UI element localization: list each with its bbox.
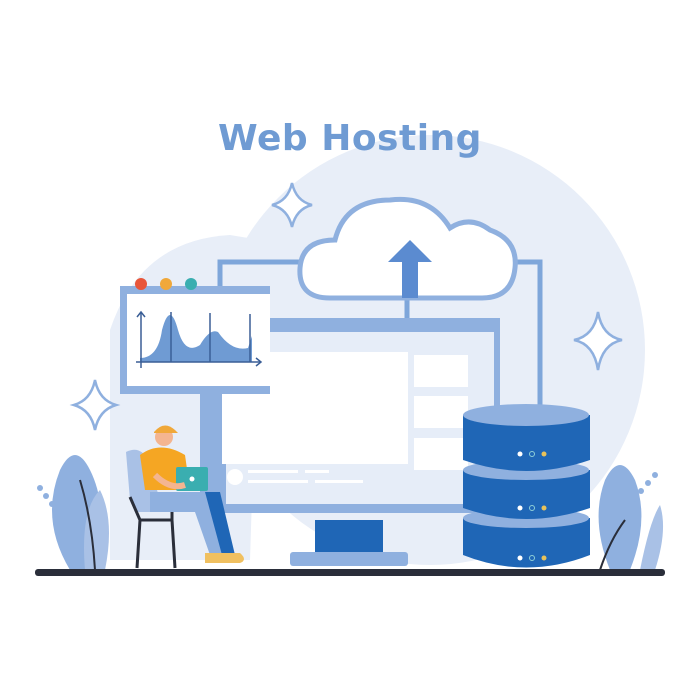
page-title: Web Hosting bbox=[218, 118, 482, 159]
screen-sidebar-box bbox=[414, 355, 468, 387]
sparkle-icon bbox=[69, 379, 121, 431]
screen-sidebar-box bbox=[414, 438, 468, 470]
sparkle-icons bbox=[69, 182, 623, 431]
cloud-icon bbox=[297, 196, 518, 301]
area-chart bbox=[140, 315, 252, 362]
window-dot-red bbox=[135, 278, 147, 290]
server-status-lights bbox=[517, 451, 547, 561]
window-dot-orange bbox=[160, 278, 172, 290]
database-server bbox=[463, 404, 590, 568]
cap bbox=[154, 425, 178, 433]
plant-left bbox=[37, 455, 109, 571]
sparkle-icon bbox=[573, 311, 623, 371]
upload-arrow-icon bbox=[388, 240, 432, 298]
sparkle-icon bbox=[271, 182, 313, 228]
window-dot-teal bbox=[185, 278, 197, 290]
person-with-laptop bbox=[126, 425, 244, 569]
screen-avatar bbox=[227, 469, 243, 485]
analytics-window bbox=[120, 278, 270, 394]
screen-sidebar-box bbox=[414, 396, 468, 428]
shoes bbox=[205, 553, 244, 563]
ground-line bbox=[35, 569, 665, 576]
plant-right bbox=[598, 465, 664, 571]
monitor bbox=[200, 318, 500, 566]
arm bbox=[152, 472, 186, 490]
monitor-base bbox=[290, 552, 408, 566]
monitor-stand bbox=[315, 520, 383, 554]
